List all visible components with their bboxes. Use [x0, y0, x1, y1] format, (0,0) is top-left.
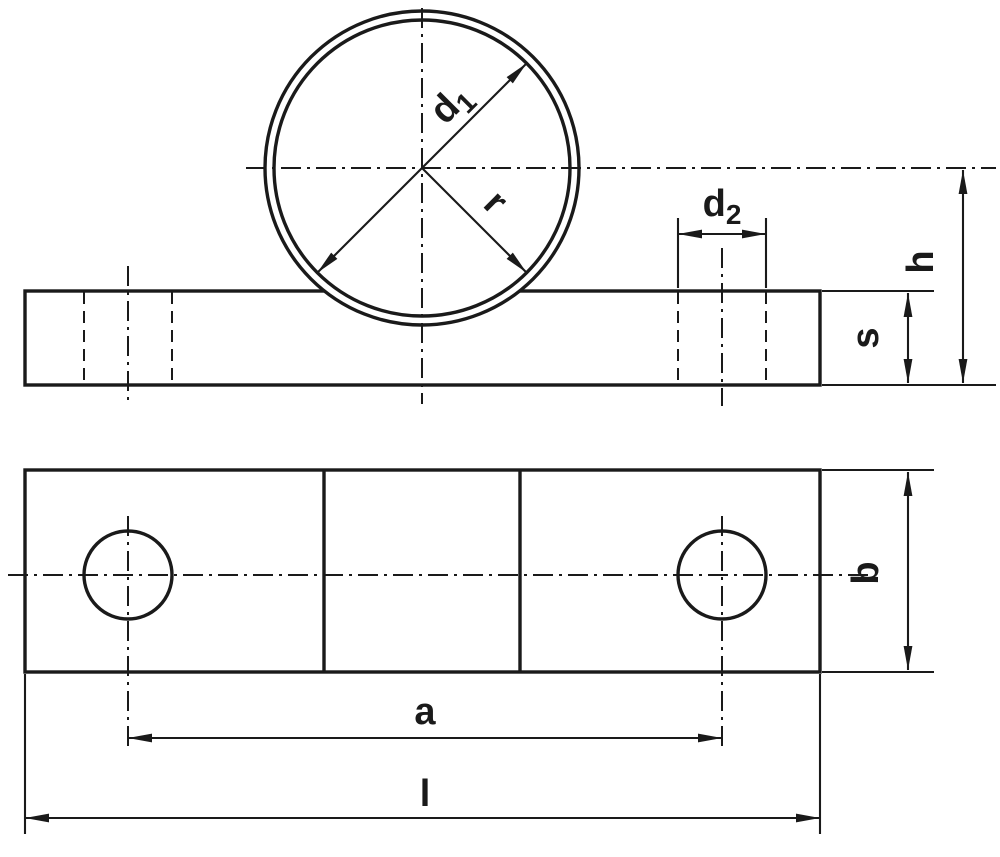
centerlines-top: [8, 516, 874, 752]
label-s: s: [845, 327, 887, 348]
label-a: a: [414, 691, 436, 733]
base-plate-top: [23, 468, 822, 674]
label-h: h: [900, 250, 942, 273]
dimension-s: s: [822, 289, 934, 383]
dimension-a: a: [128, 691, 722, 743]
hidden-hole-left: [83, 292, 173, 384]
label-d2: d2: [703, 183, 742, 230]
label-l: l: [420, 773, 431, 815]
dimensions-top: b a l: [23, 468, 934, 834]
dimension-l: l: [23, 674, 822, 834]
dimension-b: b: [822, 468, 934, 674]
hidden-hole-right: [677, 292, 767, 384]
label-b: b: [845, 561, 887, 584]
top-view: [8, 468, 874, 752]
dimension-d2: d2: [676, 183, 768, 288]
dimension-h: h: [822, 170, 996, 387]
